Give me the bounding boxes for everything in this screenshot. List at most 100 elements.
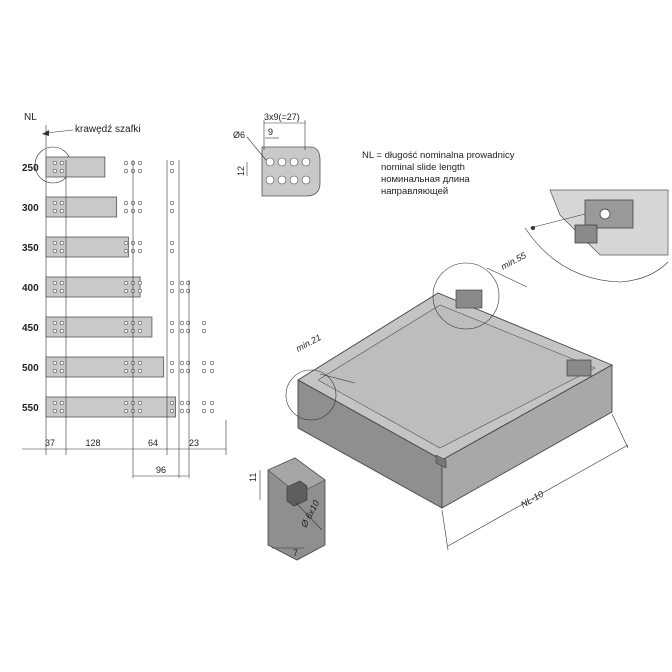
- rail-hole: [209, 368, 215, 374]
- detail-hole: [265, 175, 275, 185]
- rail-hole: [169, 280, 175, 286]
- rail-hole: [179, 320, 185, 326]
- rail-hole: [169, 168, 175, 174]
- hole-plate: [261, 146, 321, 197]
- rail-hole: [169, 328, 175, 334]
- rail-hole: [52, 200, 58, 206]
- rail-hole: [169, 248, 175, 254]
- corner-magnifier-circle: [285, 369, 337, 421]
- rail-hole: [52, 280, 58, 286]
- rail-hole: [169, 360, 175, 366]
- rail-hole: [209, 360, 215, 366]
- rail-hole: [137, 208, 143, 214]
- rail-table: NL krawędź szafki 250300350400450500550 …: [22, 112, 227, 478]
- rail-hole: [201, 328, 207, 334]
- rail-hole: [52, 328, 58, 334]
- rail-hole: [137, 408, 143, 414]
- rail-hole: [52, 248, 58, 254]
- rail-hole: [59, 328, 65, 334]
- nl10-ext-right: [611, 413, 629, 449]
- rail-hole: [137, 368, 143, 374]
- rail-550: [45, 396, 176, 418]
- rail-hole: [179, 328, 185, 334]
- rail-hole: [201, 400, 207, 406]
- slot-block-top: [267, 457, 326, 495]
- rail-hole: [123, 360, 129, 366]
- rail-hole: [179, 288, 185, 294]
- rail-hole: [52, 360, 58, 366]
- rail-hole: [52, 400, 58, 406]
- rail-length-label: 550: [22, 403, 39, 414]
- hole-pattern-detail: 3x9(=27) 9 Ø6 12: [233, 112, 321, 197]
- detail-clip-screw: [599, 208, 611, 220]
- rail-length-label: 500: [22, 363, 39, 374]
- rail-hole: [59, 360, 65, 366]
- rail-350: [45, 236, 129, 258]
- diameter-label: Ø6: [233, 130, 245, 140]
- rear-clip: [455, 289, 483, 309]
- edge-arrowhead: [42, 130, 49, 136]
- rail-hole: [137, 400, 143, 406]
- rail-hole: [123, 200, 129, 206]
- rail-length-label: 250: [22, 163, 39, 174]
- rail-hole: [123, 400, 129, 406]
- rail-hole: [123, 328, 129, 334]
- detail-hole: [301, 175, 311, 185]
- min55-dim-line: [486, 267, 528, 288]
- dim-64: 64: [148, 438, 158, 448]
- rail-500: [45, 356, 165, 378]
- rail-hole: [179, 280, 185, 286]
- rail-hole: [209, 400, 215, 406]
- min21-label: min.21: [294, 332, 323, 354]
- detail-hole: [277, 157, 287, 167]
- rail-hole: [52, 320, 58, 326]
- rail-hole: [169, 160, 175, 166]
- rail-length-label: 400: [22, 283, 39, 294]
- rail-hole: [52, 368, 58, 374]
- diameter-leader: [246, 136, 267, 161]
- detail-hole: [289, 175, 299, 185]
- rail-hole: [52, 240, 58, 246]
- min21-dim-line: [319, 373, 356, 384]
- nl10-ext-left: [441, 509, 449, 551]
- legend-line-3: номинальная длина: [381, 174, 470, 185]
- rail-hole: [123, 288, 129, 294]
- detail-hole: [265, 157, 275, 167]
- rail-hole: [179, 368, 185, 374]
- rail-hole: [137, 168, 143, 174]
- rail-hole: [52, 160, 58, 166]
- rail-hole: [123, 280, 129, 286]
- rail-hole: [59, 368, 65, 374]
- rail-hole: [59, 408, 65, 414]
- twelve-label: 12: [236, 166, 246, 176]
- rail-length-label: 450: [22, 323, 39, 334]
- detail-hole: [301, 157, 311, 167]
- rail-250: [45, 156, 106, 178]
- rail-hole: [169, 240, 175, 246]
- detail-rail-line: [529, 213, 586, 229]
- rail-hole: [137, 328, 143, 334]
- detail-screw-dot: [531, 226, 535, 230]
- detail-clip-lever: [574, 224, 598, 244]
- rail-400: [45, 276, 141, 298]
- rail-hole: [123, 408, 129, 414]
- rail-hole: [59, 240, 65, 246]
- rail-hole: [123, 160, 129, 166]
- rail-hole: [137, 240, 143, 246]
- rail-hole: [169, 320, 175, 326]
- rail-hole: [137, 320, 143, 326]
- slot-detail-view: 11 Ø 6x10 7: [248, 457, 326, 561]
- nl10-label: NL-10: [519, 489, 545, 510]
- slot-groove: [286, 480, 308, 507]
- rail-hole: [59, 280, 65, 286]
- detail-arc: [524, 227, 669, 283]
- rail-hole: [179, 360, 185, 366]
- clip-magnifier-circle: [432, 262, 500, 330]
- legend: NL = długość nominalna prowadnicy nomina…: [362, 150, 515, 197]
- clip-detail-view: [522, 189, 669, 320]
- rail-hole: [123, 320, 129, 326]
- rail-hole: [169, 368, 175, 374]
- dim-37: 37: [45, 438, 55, 448]
- rail-hole: [59, 168, 65, 174]
- dim-96: 96: [156, 465, 166, 475]
